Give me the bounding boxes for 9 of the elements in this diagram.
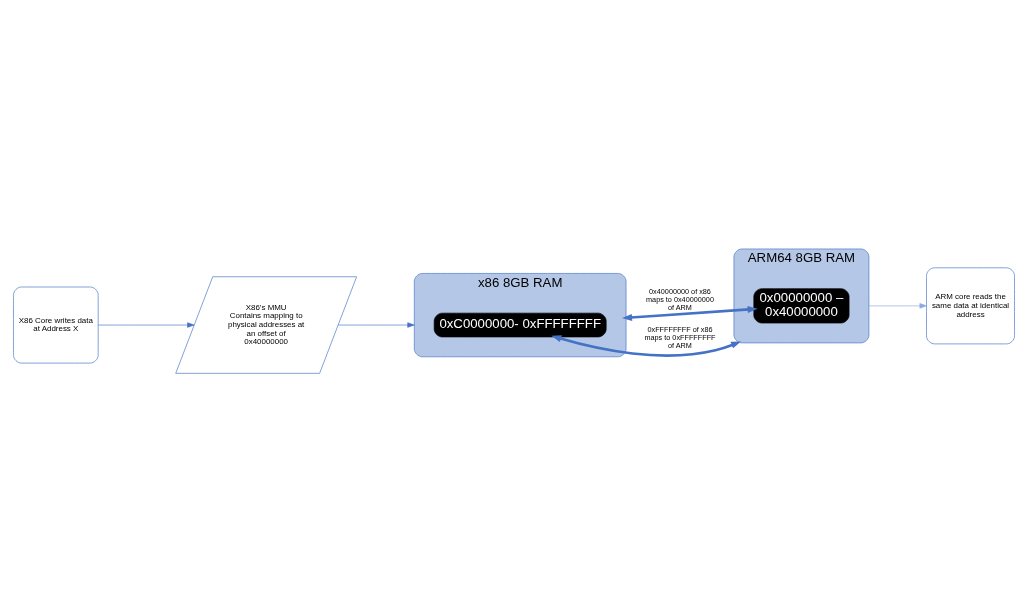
edge-label: 0x40000000 of x86 maps to 0x40000000 of ARM xyxy=(646,286,714,312)
arrow xyxy=(622,305,758,321)
node-box: 0xC0000000- 0xFFFFFFFF xyxy=(433,312,607,337)
arrow xyxy=(551,334,742,357)
arrow xyxy=(97,321,195,328)
edge-label: 0xFFFFFFFF of x86 maps to 0xFFFFFFFF of ARM xyxy=(644,324,716,350)
node-box: 0x00000000 – 0x40000000 xyxy=(753,287,850,323)
arrow xyxy=(868,302,927,308)
arrow xyxy=(337,321,415,328)
